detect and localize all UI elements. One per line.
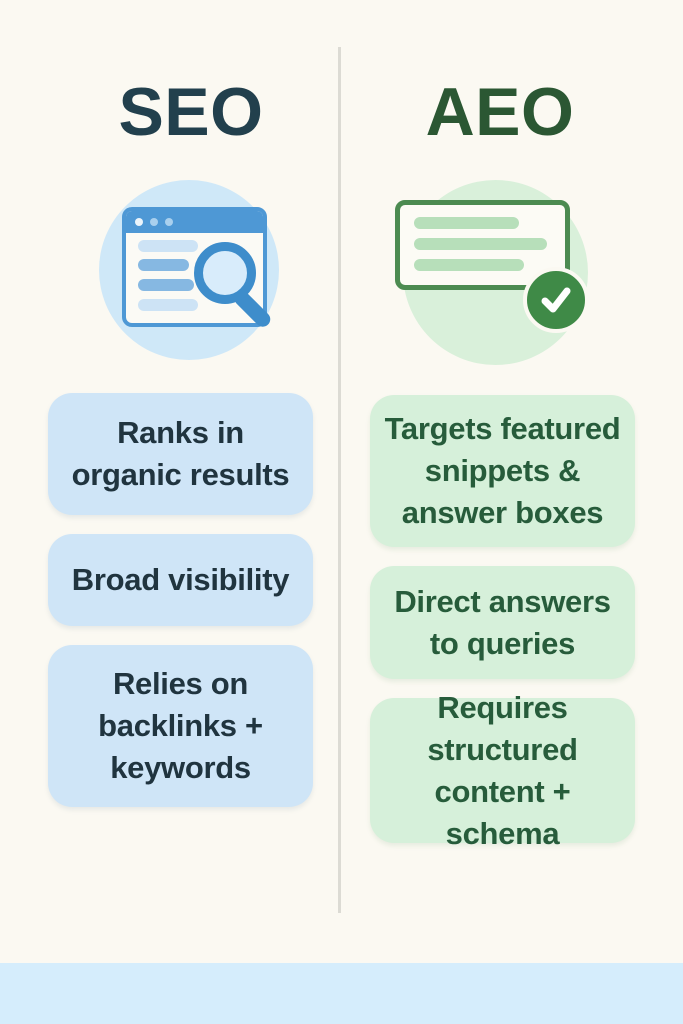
aeo-point-card: Direct answers to queries [370, 566, 635, 679]
aeo-points-list: Targets featured snippets & answer boxes… [370, 395, 635, 851]
browser-dot-icon [165, 218, 173, 226]
text-line-bar [414, 238, 547, 250]
checkmark-icon [523, 267, 589, 333]
text-line-bar [414, 217, 519, 229]
browser-dot-icon [150, 218, 158, 226]
text-line-bar [138, 299, 198, 311]
column-divider [338, 47, 341, 913]
text-line-bar [414, 259, 524, 271]
seo-column-title: SEO [118, 74, 264, 150]
seo-point-card: Broad visibility [48, 534, 313, 626]
seo-point-card: Relies on backlinks + keywords [48, 645, 313, 807]
snippet-card-icon [395, 200, 570, 290]
browser-header-bar [126, 211, 263, 233]
footer-accent-bar [0, 963, 683, 1024]
text-line-bar [138, 240, 198, 252]
browser-body [126, 233, 263, 323]
text-line-bar [138, 279, 194, 291]
seo-search-illustration [48, 175, 314, 375]
text-line-bar [138, 259, 189, 271]
aeo-point-card: Requires structured content + schema [370, 690, 635, 851]
aeo-snippet-illustration [370, 175, 636, 375]
aeo-column-title: AEO [425, 74, 575, 150]
seo-point-card: Ranks in organic results [48, 393, 313, 515]
magnifying-glass-icon [194, 242, 256, 304]
browser-dot-icon [135, 218, 143, 226]
seo-points-list: Ranks in organic results Broad visibilit… [48, 393, 313, 807]
aeo-point-card: Targets featured snippets & answer boxes [370, 395, 635, 547]
